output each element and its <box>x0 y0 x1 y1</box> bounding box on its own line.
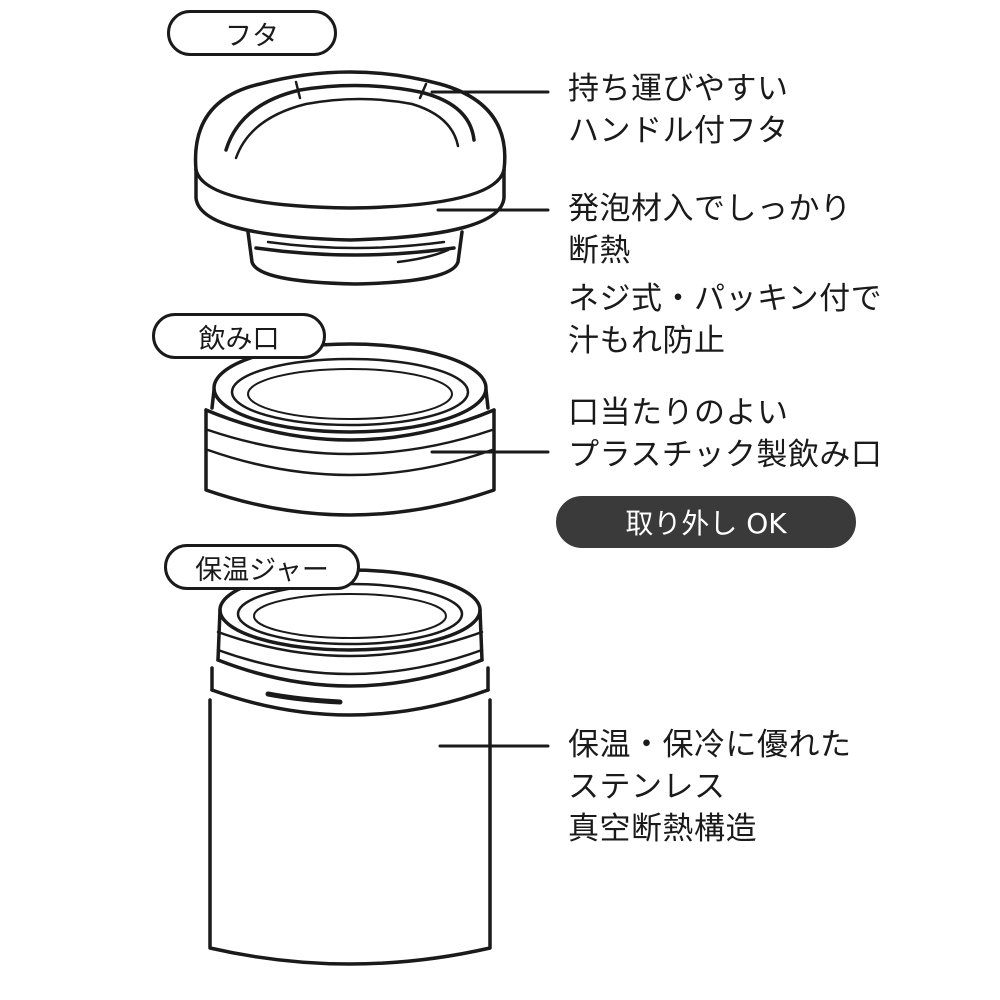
label-mouth: 飲み口 <box>152 313 326 359</box>
leader-lines <box>430 90 550 748</box>
note-foam: 発泡材入でしっかり 断熱 <box>568 191 852 269</box>
label-lid: フタ <box>167 10 337 56</box>
note-handle: 持ち運びやすい ハンドル付フタ <box>568 71 789 149</box>
label-jar: 保温ジャー <box>164 544 360 590</box>
note-screw: ネジ式・パッキン付で 汁もれ防止 <box>568 281 883 359</box>
note-stainless: 保温・保冷に優れた ステンレス 真空断熱構造 <box>568 727 852 847</box>
note-mouthpiece: 口当たりのよい プラスチック製飲み口 <box>568 395 883 473</box>
lid-drawing <box>193 70 507 286</box>
jar-drawing <box>208 568 492 966</box>
mouthpiece-drawing <box>204 342 496 517</box>
removable-badge: 取り外し OK <box>556 496 856 548</box>
